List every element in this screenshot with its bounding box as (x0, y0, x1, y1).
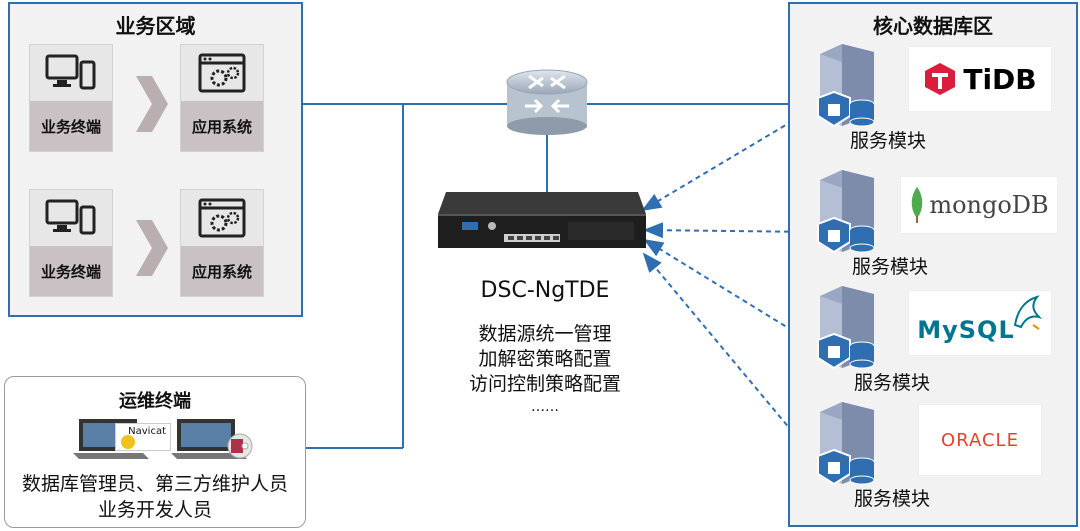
ops-zone-title: 运维终端 (119, 391, 191, 412)
feature-item: 数据源统一管理 (478, 323, 612, 345)
mongodb-leaf-icon (912, 187, 923, 223)
oracle-text: ORACLE (941, 429, 1019, 451)
core-db-zone-title: 核心数据库区 (873, 14, 993, 38)
app-window-gear-icon (198, 198, 246, 238)
ops-roles-line1: 数据库管理员、第三方维护人员 (21, 473, 288, 495)
desktop-phone-icon (45, 199, 96, 235)
navicat-text: Navicat (128, 426, 166, 437)
tidb-logo: TiDB (908, 46, 1052, 112)
terminal-label: 业务终端 (30, 246, 112, 296)
device-name: DSC-NgTDE (480, 278, 610, 303)
mysql-logo: MySQL (908, 290, 1052, 356)
device-features: 数据源统一管理 加解密策略配置 访问控制策略配置 …… (440, 322, 650, 417)
terminal-label: 业务终端 (30, 101, 112, 151)
ops-roles-line2: 业务开发人员 (97, 499, 212, 521)
mongodb-text: mongoDB (929, 191, 1049, 219)
dashed-arrow-mysql (643, 238, 817, 346)
business-zone-title: 业务区域 (115, 14, 196, 38)
mongodb-logo: mongoDB (900, 176, 1058, 234)
app-label: 应用系统 (181, 101, 263, 151)
server-icon (817, 402, 875, 486)
terminal-card-2: 业务终端 (29, 189, 113, 297)
mysql-text: MySQL (917, 316, 1015, 344)
server-icon (817, 170, 875, 254)
business-zone: 业务区域 业务终端 应用系统 (8, 2, 303, 317)
laptop-icon (171, 419, 247, 459)
oracle-logo: ORACLE (918, 404, 1042, 476)
dashed-arrow-mongodb (643, 222, 817, 239)
router-icon (506, 69, 588, 135)
terminal-card-1: 业务终端 (29, 44, 113, 152)
service-module-label: 服务模块 (852, 256, 929, 278)
dolphin-icon (1013, 295, 1043, 330)
chevron-right-icon (136, 220, 168, 276)
app-card-1: 应用系统 (180, 44, 264, 152)
disc-icon (227, 433, 253, 459)
service-module-label: 服务模块 (854, 372, 931, 394)
chevron-right-icon (136, 76, 168, 132)
ops-zone: 运维终端 Navicat 数据库管理员、第三方维护人员 业务开发人员 (4, 376, 306, 528)
tidb-icon (925, 63, 956, 95)
service-module-label: 服务模块 (850, 130, 927, 152)
feature-item: 加解密策略配置 (478, 348, 612, 370)
service-module-label: 服务模块 (854, 488, 931, 510)
feature-item: …… (531, 399, 559, 415)
app-window-gear-icon (198, 53, 246, 93)
server-icon (817, 286, 875, 370)
feature-item: 访问控制策略配置 (468, 373, 621, 395)
app-label: 应用系统 (181, 246, 263, 296)
dashed-arrow-tidb (641, 106, 817, 212)
appliance-device (438, 192, 646, 248)
app-card-2: 应用系统 (180, 189, 264, 297)
navicat-logo-icon (121, 435, 135, 449)
desktop-phone-icon (45, 54, 96, 90)
tidb-text: TiDB (963, 62, 1037, 96)
server-icon (817, 44, 875, 128)
